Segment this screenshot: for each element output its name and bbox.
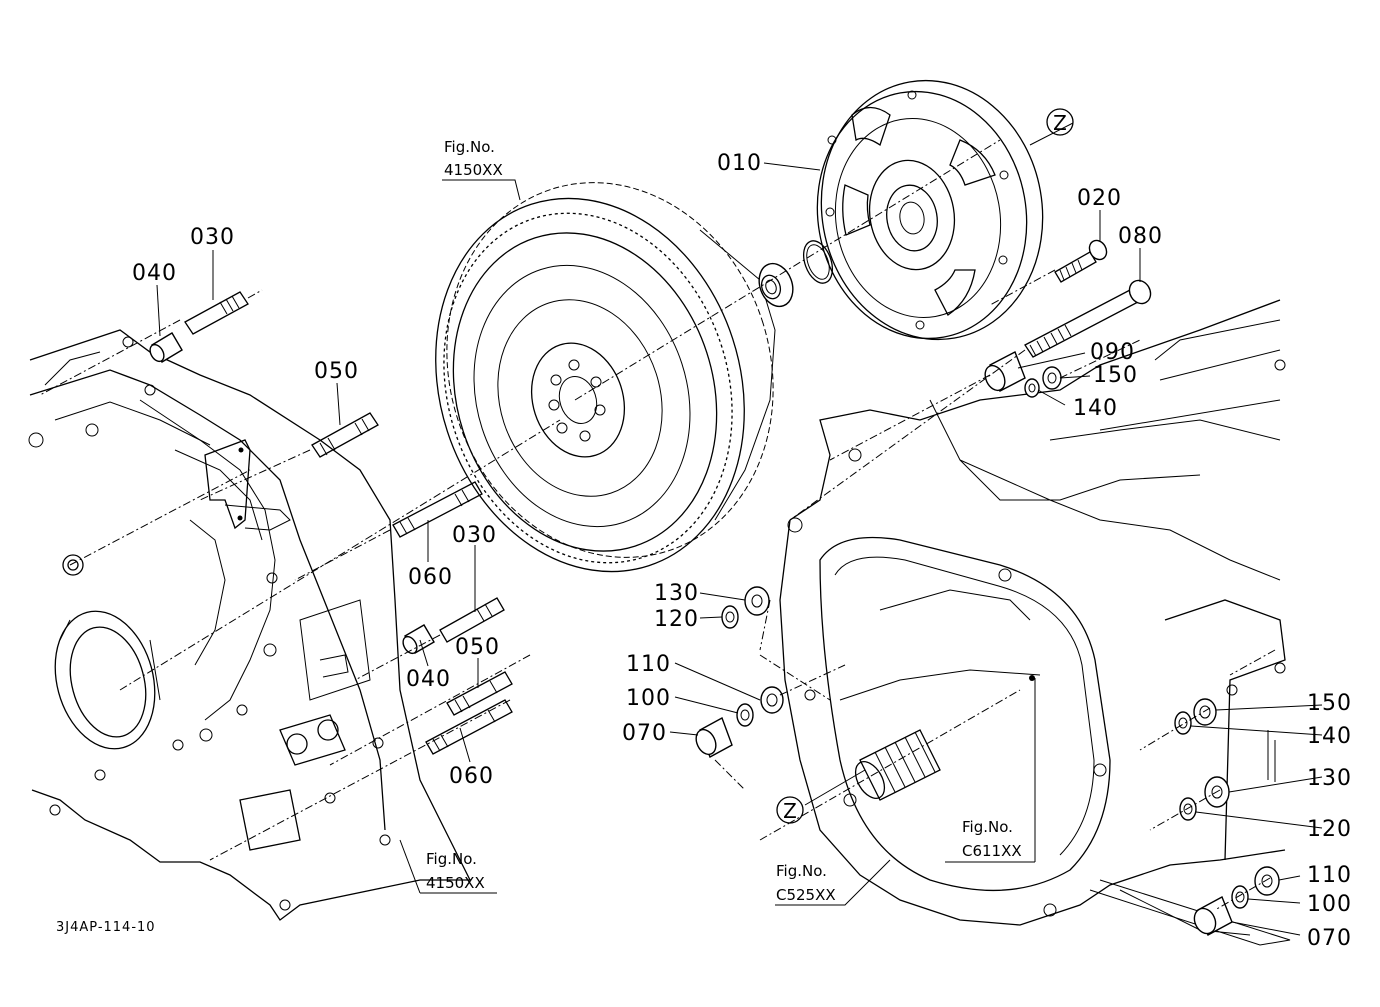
part-label-100-right: 100 bbox=[1307, 892, 1352, 917]
part-label-120-left: 120 bbox=[654, 607, 699, 632]
part-label-040-mid: 040 bbox=[406, 667, 451, 692]
bolt-080 bbox=[1024, 279, 1152, 358]
washer-110-left bbox=[760, 686, 784, 714]
figure-ref-4150-bottom-line2: 4150XX bbox=[426, 874, 485, 892]
figure-ref-4150-top-line1: Fig.No. bbox=[444, 138, 495, 156]
part-label-120-right: 120 bbox=[1307, 817, 1352, 842]
part-label-010: 010 bbox=[717, 151, 762, 176]
figure-ref-4150-top-line2: 4150XX bbox=[444, 161, 503, 179]
part-label-030-top: 030 bbox=[190, 225, 235, 250]
part-label-060-low: 060 bbox=[449, 764, 494, 789]
part-label-140-top: 140 bbox=[1073, 396, 1118, 421]
washer-130-left bbox=[744, 586, 770, 616]
part-label-080: 080 bbox=[1118, 224, 1163, 249]
washer-110-right bbox=[1254, 866, 1280, 896]
bushing-070-right bbox=[1193, 896, 1233, 936]
stud-030-mid bbox=[439, 597, 505, 643]
pin-040-top bbox=[149, 332, 183, 363]
damper-plate bbox=[816, 79, 1044, 341]
part-label-150-top: 150 bbox=[1093, 363, 1138, 388]
part-label-130-left: 130 bbox=[654, 581, 699, 606]
figure-ref-4150-bottom-line1: Fig.No. bbox=[426, 850, 477, 868]
stud-030-top bbox=[184, 289, 263, 335]
left-housing bbox=[28, 329, 561, 921]
view-marker-z-top: Z bbox=[1046, 108, 1074, 136]
figure-ref-c525-line2: C525XX bbox=[776, 886, 836, 904]
figure-ref-c525: Fig.No. C525XX bbox=[776, 862, 836, 904]
bushing-090 bbox=[984, 351, 1026, 392]
part-label-090: 090 bbox=[1090, 340, 1135, 365]
part-label-020: 020 bbox=[1077, 186, 1122, 211]
washer-100-left bbox=[736, 703, 754, 727]
part-label-050-top: 050 bbox=[314, 359, 359, 384]
washer-120-right bbox=[1179, 797, 1197, 821]
drawing-code: 3J4AP-114-10 bbox=[56, 920, 156, 935]
part-label-150-right: 150 bbox=[1307, 691, 1352, 716]
part-label-100-left: 100 bbox=[626, 686, 671, 711]
part-label-110-left: 110 bbox=[626, 652, 671, 677]
part-label-070-right: 070 bbox=[1307, 926, 1352, 951]
part-label-070-left: 070 bbox=[622, 721, 667, 746]
right-housing bbox=[759, 299, 1291, 946]
figure-ref-c611-line1: Fig.No. bbox=[962, 818, 1013, 836]
pin-040-mid bbox=[402, 624, 435, 655]
bearing-and-snap-ring bbox=[758, 240, 833, 308]
figure-ref-c525-line1: Fig.No. bbox=[776, 862, 827, 880]
stud-050-top bbox=[311, 412, 379, 458]
part-label-060-mid: 060 bbox=[408, 565, 453, 590]
figure-ref-c611-line2: C611XX bbox=[962, 842, 1022, 860]
washer-150-right bbox=[1193, 698, 1217, 726]
stud-050-mid bbox=[446, 671, 513, 716]
figure-ref-4150-bottom: Fig.No. 4150XX bbox=[426, 850, 485, 892]
washer-140-top bbox=[1024, 378, 1040, 398]
part-label-110-right: 110 bbox=[1307, 863, 1352, 888]
view-marker-z-bottom-text: Z bbox=[783, 799, 797, 823]
bushing-070-left bbox=[695, 716, 733, 759]
view-marker-z-bottom: Z bbox=[776, 796, 804, 824]
figure-ref-c611: Fig.No. C611XX bbox=[962, 818, 1022, 860]
view-marker-z-top-text: Z bbox=[1053, 111, 1067, 135]
stud-060-mid bbox=[392, 481, 483, 538]
washer-140-right bbox=[1174, 711, 1192, 735]
part-labels: 010 020 080 030 040 050 060 030 040 050 … bbox=[132, 151, 1352, 951]
part-label-040-top: 040 bbox=[132, 261, 177, 286]
part-label-030-mid: 030 bbox=[452, 523, 497, 548]
bolt-020 bbox=[1054, 239, 1108, 283]
washer-150-top bbox=[1042, 366, 1062, 390]
washer-100-right bbox=[1231, 885, 1249, 909]
leader-lines bbox=[156, 122, 1323, 936]
centre-lines bbox=[39, 139, 1276, 911]
part-label-050-mid: 050 bbox=[455, 635, 500, 660]
part-label-140-right: 140 bbox=[1307, 724, 1352, 749]
flywheel bbox=[435, 182, 776, 573]
stud-060-low bbox=[425, 699, 513, 755]
part-label-130-right: 130 bbox=[1307, 766, 1352, 791]
washer-120-left bbox=[721, 605, 739, 629]
figure-ref-4150-top: Fig.No. 4150XX bbox=[444, 138, 503, 179]
